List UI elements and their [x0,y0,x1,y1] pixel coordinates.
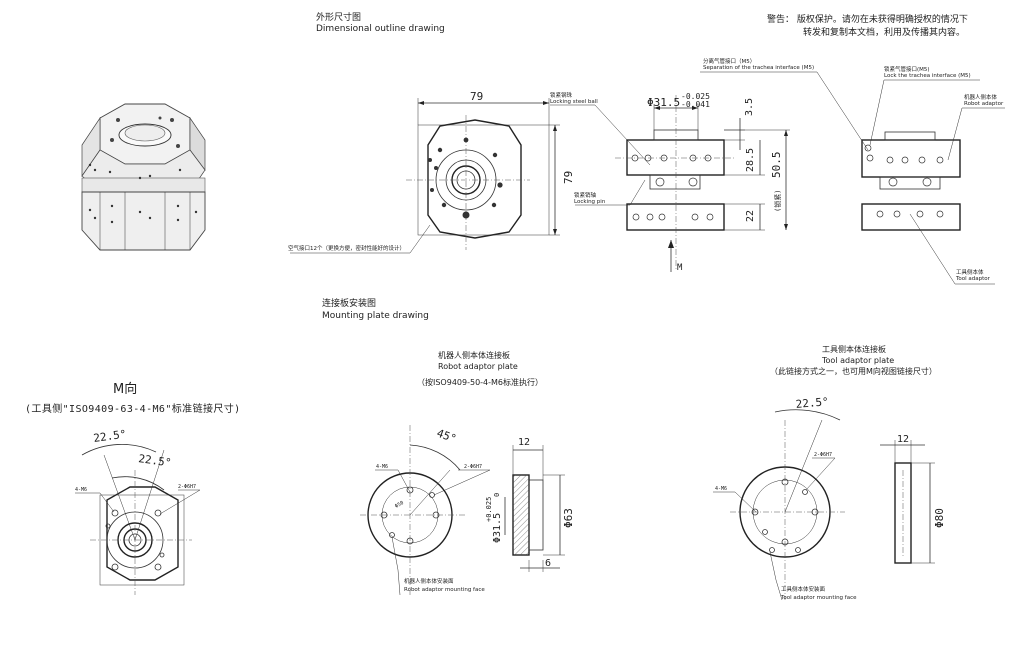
robot-plate-bore-tol: +0.025 [485,497,493,522]
side-dim-505: 50.5 [770,152,783,179]
tool-plate-title-en: Tool adaptor plate [822,356,895,365]
side-dim-35: 3.5 [744,98,755,116]
robot-plate-pcd: Φ50 [394,500,405,510]
side-view [550,95,790,272]
product-render-image [81,103,206,251]
outline-front-view [290,98,560,254]
mounting-title-en: Mounting plate drawing [322,311,429,321]
tool-mount-face-en: Tool adaptor mounting face [781,595,857,601]
mounting-title-cn: 连接板安装图 [322,299,377,309]
robot-plate-dia-dim: Φ63 [562,508,575,528]
m-view-title: M向 [113,382,138,397]
label-lock-en: Lock the trachea interface (M5) [884,73,971,79]
m-view-subtitle: (工具侧"ISO9409-63-4-M6"标准链接尺寸) [25,404,241,415]
robot-tool-adaptor-view [700,71,1005,285]
side-dia-tol-upper: -0.025 [681,92,710,101]
label-robot-adaptor-en: Robot adaptor [964,101,1004,107]
label-tool-adaptor-en: Tool adaptor [956,276,990,282]
side-dia-tol-lower: -0.041 [681,100,710,109]
m-view-pin-label: 2-Φ6H7 [178,484,196,490]
robot-plate-title-en: Robot adaptor plate [438,362,518,371]
side-dim-505-note: (锁紧) [773,190,782,212]
robot-plate-step-dim: 6 [545,558,551,569]
robot-plate-bore-dim: Φ31.5 [492,513,503,543]
copyright-warning-2: 转发和复制本文档，利用及传播其内容。 [803,28,966,38]
robot-mount-face-en: Robot adaptor mounting face [404,587,485,593]
outline-width-dim: 79 [470,90,483,103]
label-tool-adaptor-cn: 工具侧本体 [956,270,984,276]
air-ports-note: 空气接口12个（更换方便，密封性能好的设计） [288,246,406,252]
m-view-angle-inner: 22.5° [138,452,173,469]
robot-plate-view [360,425,565,596]
label-lock-cn: 锁紧气管接口(M5) [884,67,930,73]
m-arrow-label: M [677,263,683,273]
label-separation-en: Separation of the trachea interface (M5) [703,65,815,71]
robot-plate-title-cn: 机器人侧本体连接板 [438,351,510,360]
m-direction-view [75,443,201,595]
tool-plate-angle: 22.5° [795,395,829,411]
tool-plate-hole-label: 4-M6 [715,486,727,492]
side-dim-22: 22 [745,210,756,222]
m-view-angle-outer: 22.5° [93,427,128,444]
robot-plate-bore-tol2: 0 [493,493,501,497]
label-robot-adaptor-cn: 机器人侧本体 [964,95,998,101]
tool-plate-note: （此链接方式之一，也可用M向视图链接尺寸） [770,367,937,376]
copyright-warning-1: 警告： 版权保护。请勿在未获得明确授权的情况下 [767,15,968,25]
robot-plate-standard: （按ISO9409-50-4-M6标准执行） [417,378,544,387]
outline-title-cn: 外形尺寸图 [316,13,362,23]
robot-plate-thickness-dim: 12 [518,437,530,448]
label-locking-pin-cn: 锁紧销轴 [574,193,597,199]
m-view-hole-label: 4-M6 [75,487,87,493]
tool-mount-face-cn: 工具侧本体安装面 [781,587,826,593]
side-dim-285: 28.5 [745,148,756,172]
side-dia-dim: Φ31.5 [647,96,680,109]
tool-plate-dia-dim: Φ80 [933,508,946,528]
label-separation-cn: 分离气管接口（M5） [703,59,756,65]
label-locking-ball-en: Locking steel ball [550,99,598,105]
tool-plate-thickness-dim: 12 [897,434,909,445]
robot-plate-pin-label: 2-Φ6H7 [464,464,482,470]
tool-plate-view [713,409,935,601]
label-locking-ball-cn: 锁紧钢珠 [550,93,573,99]
tool-plate-pin-label: 2-Φ6H7 [814,452,832,458]
outline-title-en: Dimensional outline drawing [316,24,445,34]
robot-plate-hole-label: 4-M6 [376,464,388,470]
outline-height-dim: 79 [562,171,575,184]
robot-mount-face-cn: 机器人侧本体安装面 [404,579,454,585]
robot-plate-angle: 45° [435,427,458,446]
tool-plate-title-cn: 工具侧本体连接板 [822,345,886,354]
label-locking-pin-en: Locking pin [574,199,606,205]
